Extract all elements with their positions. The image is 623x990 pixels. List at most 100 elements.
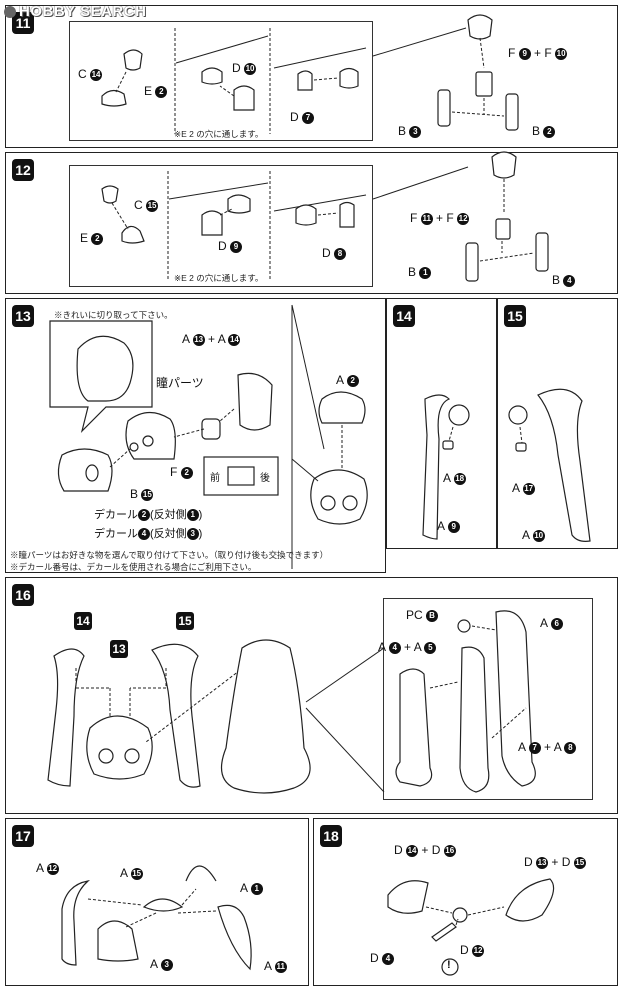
pc-b-part-shape [457,619,471,633]
step-11-drawing [101,14,519,134]
step-16-panel: 16 14 13 15 PC B A 4 + A 5 A 6 A 7 + A 8 [5,577,618,814]
eye-left-icon-16 [98,748,114,764]
step-12-note: ※E 2 の穴に通します。 [174,273,264,283]
a15-part-shape [142,898,184,912]
label-a9: A 9 [437,519,460,533]
label-d8: D 8 [322,246,347,260]
inner-hair-part-shape [459,646,490,793]
step-18-panel: 18 D 14 + D 16 D 13 + D 15 D 12 D 4 ! [313,818,618,986]
left-hair-part-shape [47,648,85,787]
step-number-16: 16 [12,584,34,606]
label-a13-a14: A 13 + A 14 [182,332,241,346]
c15-part-shape [121,225,145,244]
e2-part-shape-12 [101,185,119,204]
label-back: 後 [260,473,270,484]
step-number-15: 15 [504,305,526,327]
joint-shape-12b [295,204,317,226]
label-d14-d16: D 14 + D 16 [394,843,456,857]
joint-shape [201,67,223,85]
step-11-note: ※E 2 の穴に通します。 [174,129,264,139]
ref-step-14: 14 [74,612,92,630]
label-a6: A 6 [540,616,563,630]
step-15-panel: 15 A 17 A 10 [497,298,618,549]
label-e2-12: E 2 [80,231,104,245]
f2-part-shape [201,418,221,440]
a17-peg-shape [515,442,527,452]
step-number-13: 13 [12,305,34,327]
label-a17: A 17 [512,481,535,495]
label-b4: B 4 [552,273,576,287]
label-a12: A 12 [36,861,59,875]
a3-part-shape [97,920,139,962]
step-11-panel: 11 C 14 E 2 D 10 D 7 ※E 2 の穴に通します。 F 9 +… [5,5,618,148]
step-14-panel: 14 A 18 A 9 [386,298,497,549]
d8-part-shape [339,201,355,228]
step-18-drawing [387,878,555,976]
label-a18: A 18 [443,471,466,485]
label-d7: D 7 [290,110,315,124]
orientation-part-shape [227,466,255,486]
hobby-search-watermark: HOBBY SEARCH [4,3,146,20]
label-b3: B 3 [398,124,422,138]
a4-a5-part-shape [395,668,433,787]
step-14-drawing [422,394,470,540]
label-pc-b: PC B [406,608,439,622]
step-17-panel: 17 A 12 A 15 A 1 A 3 A 11 [5,818,309,986]
f11-f12-part-shape [495,218,511,240]
step-15-drawing [508,388,591,542]
warning-icon: ! [447,959,451,971]
assembled-head-shape [310,469,368,525]
a13-a14-part-shape [237,372,273,431]
a11-part-shape [217,904,252,971]
step-12-drawing [101,151,549,282]
logo-dot-icon [4,5,16,18]
label-f2: F 2 [170,465,193,479]
label-c14: C 14 [78,67,103,81]
d12-part-shape [452,907,468,923]
eye-right-icon-16 [124,748,140,764]
back-hair-part-shape [220,639,311,794]
d9-part-shape [201,210,223,236]
label-a11: A 11 [264,959,287,973]
d13-d15-part-shape [505,878,555,922]
a18-joint-shape [448,404,470,426]
label-a4-a5: A 4 + A 5 [378,640,437,654]
watermark-text: HOBBY SEARCH [19,3,147,20]
e2-part-shape [123,49,143,71]
label-a15: A 15 [120,866,143,880]
label-d9: D 9 [218,239,243,253]
step-13-drawing [49,304,368,569]
label-front: 前 [210,473,220,484]
eye-right-icon [129,442,139,452]
step-number-17: 17 [12,825,34,847]
b3-part-shape [437,89,451,127]
eye-left-big-icon [320,495,336,511]
step-16-drawing [47,610,536,794]
face-closeup-shape [76,335,134,402]
label-b15: B 15 [130,487,154,501]
warning-circle-icon [441,958,459,976]
d10-part-shape [233,85,255,111]
right-hair-part-shape [151,643,201,788]
eye-right-big-icon [342,495,358,511]
step-13-note-2: ※デカール番号は、デカールを使用される場合にご利用下さい。 [10,562,257,572]
step-17-drawing [61,865,252,971]
label-e2: E 2 [144,84,168,98]
step-number-18: 18 [320,825,342,847]
eye-left-icon [142,435,154,447]
d14-d16-part-shape [387,880,429,914]
head-joint-shape-12 [491,151,517,179]
label-b1: B 1 [408,265,432,279]
head-front-part-shape [125,411,176,460]
a6-part-shape [495,610,536,787]
label-d12: D 12 [460,943,485,957]
step-number-14: 14 [393,305,415,327]
a9-hair-part-shape [422,394,451,540]
d7-part-shape [297,70,313,91]
b4-part-shape [535,232,549,272]
label-d13-d15: D 13 + D 15 [524,855,586,869]
ref-step-13: 13 [110,640,128,658]
a1-part-shape [185,865,217,882]
